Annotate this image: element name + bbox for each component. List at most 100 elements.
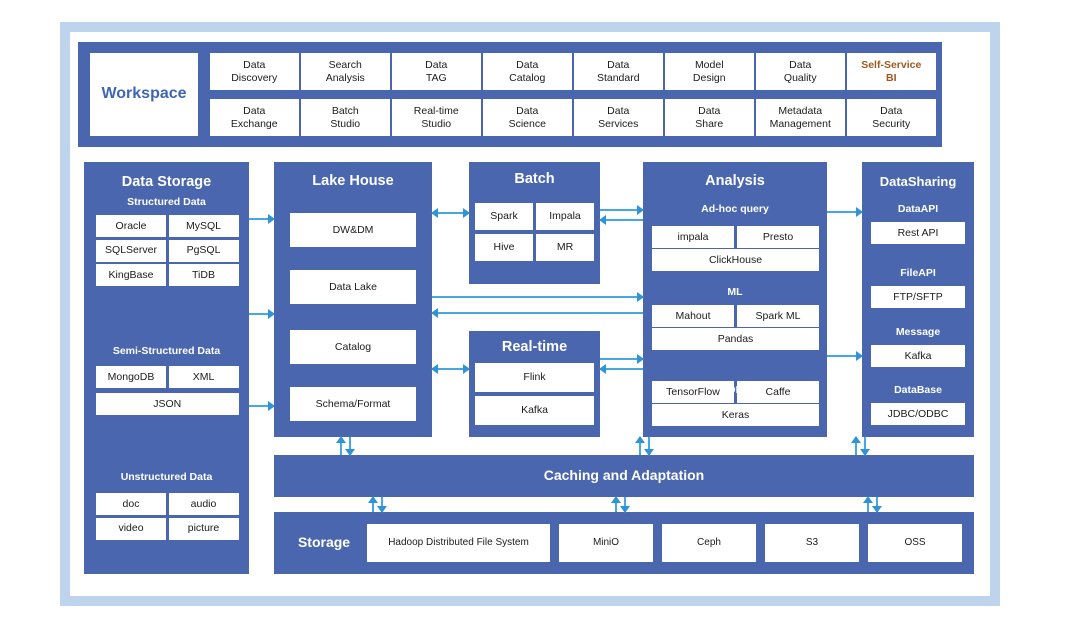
datasharing-item-jdbcodbc[interactable]: JDBC/ODBC: [871, 403, 965, 425]
analysis-item-impala[interactable]: impala: [652, 226, 734, 248]
analysis-item-keras[interactable]: Keras: [652, 404, 819, 426]
data-storage-item-mysql[interactable]: MySQL: [168, 215, 239, 237]
analysis-item-mahout[interactable]: Mahout: [652, 305, 734, 327]
arrow-lakehouse-batch-line: [432, 212, 469, 214]
batch-title: Batch: [514, 171, 555, 187]
lake-house-item-datalake[interactable]: Data Lake: [290, 270, 416, 304]
lake-house-item-catalog[interactable]: Catalog: [290, 330, 416, 364]
arrow-storage-to-caching-3-line: [867, 497, 869, 512]
datasharing-group-label-4: DataBase: [894, 384, 942, 396]
storage-item-s3[interactable]: S3: [765, 524, 859, 562]
datasharing-item-ftpsftp[interactable]: FTP/SFTP: [871, 286, 965, 308]
data-storage-item-audio[interactable]: audio: [168, 493, 239, 515]
data-storage-title: Data Storage: [121, 174, 212, 190]
analysis-item-sparkml[interactable]: Spark ML: [737, 305, 819, 327]
data-storage-group-label-1: Structured Data: [127, 196, 206, 208]
datasharing-group-label-1: DataAPI: [897, 203, 939, 215]
datasharing-title: DataSharing: [879, 174, 957, 189]
arrow-analysis-to-batch-line: [600, 219, 643, 221]
storage-item-ceph[interactable]: Ceph: [662, 524, 756, 562]
batch-item-mr[interactable]: MR: [536, 234, 594, 261]
batch-item-hive[interactable]: Hive: [475, 234, 533, 261]
arrow-storage-to-caching-1-line: [372, 497, 374, 512]
arrow-lakehouse-realtime-head-right: [463, 363, 470, 374]
arrow-analysis-to-batch-head-left: [599, 214, 606, 225]
data-storage-item-oracle[interactable]: Oracle: [96, 215, 166, 237]
data-storage-item-picture[interactable]: picture: [168, 517, 239, 540]
analysis-item-caffe[interactable]: Caffe: [737, 381, 819, 403]
datasharing-item-restapi[interactable]: Rest API: [871, 222, 965, 244]
analysis-item-presto[interactable]: Presto: [737, 226, 819, 248]
analysis-title: Analysis: [705, 173, 765, 189]
arrow-lakehouse-to-analysis-head-right: [637, 291, 644, 302]
data-storage-group-label-2: Semi-Structured Data: [112, 345, 221, 357]
batch-item-impala[interactable]: Impala: [536, 203, 594, 230]
arrow-down-to-caching-1-line: [349, 437, 351, 455]
arrow-up-to-col-2-line: [639, 437, 641, 455]
data-storage-item-sqlserver[interactable]: SQLServer: [96, 239, 166, 262]
data-storage-item-xml[interactable]: XML: [168, 366, 239, 388]
data-storage-item-doc[interactable]: doc: [96, 493, 166, 515]
arrow-storage-to-caching-1-head-up: [367, 496, 378, 503]
data-storage-item-video[interactable]: video: [96, 517, 166, 540]
storage-item-hadoopdistributedfilesystem[interactable]: Hadoop Distributed File System: [367, 524, 550, 562]
arrow-up-to-col-2-head-up: [634, 436, 645, 443]
lake-house-item-dwdm[interactable]: DW&DM: [290, 213, 416, 247]
arrow-storage-to-datalake-head-right: [268, 308, 275, 319]
storage-item-oss[interactable]: OSS: [868, 524, 962, 562]
analysis-item-pandas[interactable]: Pandas: [652, 328, 819, 350]
arrow-analysis-to-dataapi-line: [827, 211, 862, 213]
arrow-lakehouse-batch-head-right: [463, 207, 470, 218]
arrow-caching-to-storage-2-line: [624, 497, 626, 512]
data-storage-item-pgsql[interactable]: PgSQL: [168, 239, 239, 262]
workspace-logo: Workspace: [90, 53, 198, 136]
arrow-storage-to-caching-2-line: [615, 497, 617, 512]
analysis-item-clickhouse[interactable]: ClickHouse: [652, 249, 819, 271]
arrow-analysis-to-lakehouse-head-left: [431, 307, 438, 318]
arrow-up-to-col-3-line: [855, 437, 857, 455]
arrow-analysis-to-lakehouse-line: [432, 312, 643, 314]
datasharing-group-label-3: Message: [895, 326, 941, 338]
batch-item-spark[interactable]: Spark: [475, 203, 533, 230]
realtime-item-kafka[interactable]: Kafka: [475, 396, 594, 425]
storage-item-minio[interactable]: MiniO: [559, 524, 653, 562]
caching-title: Caching and Adaptation: [543, 467, 705, 483]
analysis-item-tensorflow[interactable]: TensorFlow: [652, 381, 734, 403]
arrow-down-to-caching-3-line: [864, 437, 866, 455]
arrow-analysis-to-realtime-head-left: [599, 363, 606, 374]
arrow-caching-to-storage-1-head-down: [376, 506, 387, 513]
lake-house-item-schemaformat[interactable]: Schema/Format: [290, 387, 416, 421]
arrow-up-to-col-1-line: [340, 437, 342, 455]
data-storage-item-tidb[interactable]: TiDB: [168, 264, 239, 286]
data-storage-item-json[interactable]: JSON: [96, 393, 239, 415]
datasharing-item-kafka[interactable]: Kafka: [871, 345, 965, 367]
arrow-caching-to-storage-3-line: [876, 497, 878, 512]
data-storage-group-label-3: Unstructured Data: [120, 471, 213, 483]
arrow-caching-to-storage-2-head-down: [619, 506, 630, 513]
arrow-up-to-col-1-head-up: [335, 436, 346, 443]
arrow-down-to-caching-1-head-down: [344, 449, 355, 456]
arrow-storage-to-caching-3-head-up: [862, 496, 873, 503]
data-storage-item-mongodb[interactable]: MongoDB: [96, 366, 166, 388]
data-storage-item-kingbase[interactable]: KingBase: [96, 264, 166, 286]
arrow-batch-to-analysis-line: [600, 209, 643, 211]
arrow-up-to-col-3-head-up: [850, 436, 861, 443]
realtime-item-flink[interactable]: Flink: [475, 363, 594, 392]
arrow-lakehouse-to-analysis-line: [432, 296, 643, 298]
